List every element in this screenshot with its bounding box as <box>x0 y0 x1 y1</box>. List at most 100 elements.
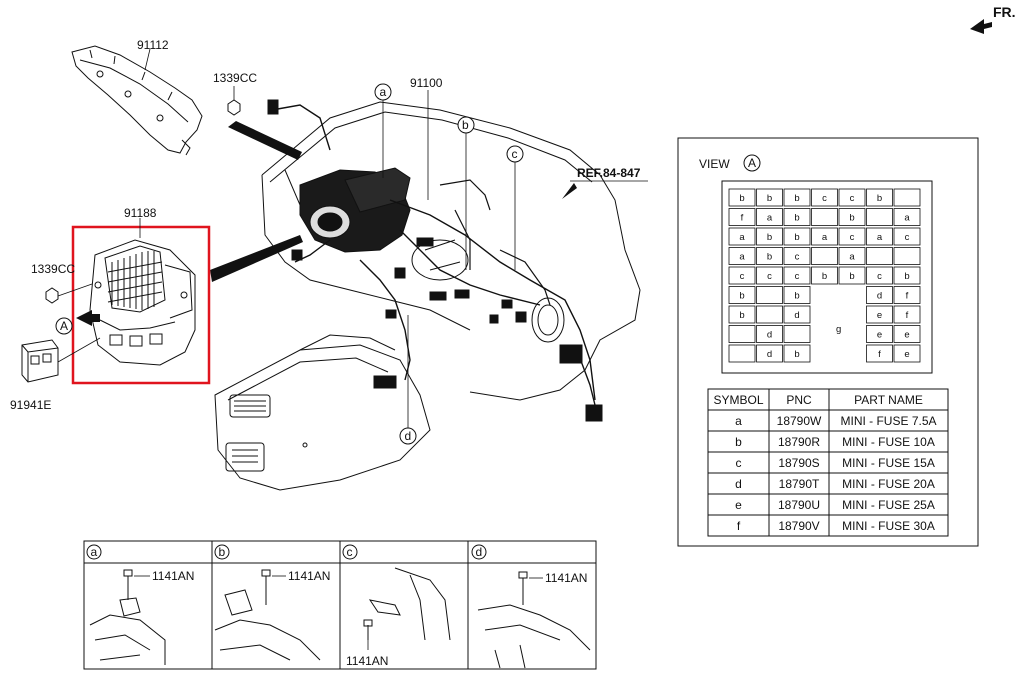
fuse-slot <box>866 227 893 246</box>
table-cell: c <box>736 456 742 470</box>
svg-text:1141AN: 1141AN <box>545 571 587 585</box>
highlight-box-91188 <box>71 225 211 385</box>
fuse-slot <box>783 227 811 246</box>
fuse-slot-label: b <box>794 349 799 360</box>
pointer-arrow-icon-top <box>228 121 302 160</box>
fuse-slot <box>728 208 756 226</box>
fuse-slot-label: b <box>739 291 744 302</box>
fuse-slot-label: e <box>904 330 909 341</box>
svg-text:1141AN: 1141AN <box>152 569 194 583</box>
label-91100: 91100 <box>410 76 443 90</box>
fuse-slot <box>756 286 783 304</box>
fuse-slot <box>756 266 783 285</box>
nut-1339cc-left <box>45 283 93 304</box>
fuse-slot <box>866 188 893 207</box>
view-a-panel <box>677 137 979 547</box>
table-cell: 18790W <box>777 414 822 428</box>
fuse-slot <box>728 305 756 324</box>
table-header: PART NAME <box>854 393 923 407</box>
fuse-slot <box>838 208 866 226</box>
fuse-slot <box>783 266 811 285</box>
fuse-grid-center-letter: g <box>836 324 841 335</box>
fuse-slot <box>866 344 893 363</box>
fuse-slot-label: a <box>739 252 745 263</box>
fuse-slot-label: a <box>904 213 910 224</box>
fuse-slot <box>756 188 783 207</box>
view-title: VIEW <box>699 157 730 171</box>
fuse-slot <box>756 247 783 265</box>
fuse-slot <box>728 344 756 363</box>
callout-b: b <box>457 116 475 270</box>
nut-1339cc-top <box>227 86 241 116</box>
fuse-slot-label: b <box>767 232 772 243</box>
fuse-slot <box>838 227 866 246</box>
table-cell: 18790V <box>778 519 819 533</box>
table-cell: 18790T <box>779 477 820 491</box>
svg-text:1141AN: 1141AN <box>346 654 388 668</box>
fuse-slot-label: b <box>794 193 799 204</box>
bolt-icon-c <box>363 567 451 641</box>
fuse-slot-label: c <box>850 193 855 204</box>
fuse-slot-label: c <box>795 252 800 263</box>
fuse-slot-label: b <box>794 213 799 224</box>
table-header: SYMBOL <box>713 393 763 407</box>
fuse-slot <box>893 305 921 324</box>
table-cell: MINI - FUSE 20A <box>842 477 935 491</box>
fuse-slot-label: b <box>822 271 827 282</box>
svg-text:b: b <box>462 118 469 132</box>
fuse-slot <box>728 266 756 285</box>
fuse-slot-label: f <box>906 310 909 321</box>
fuse-slot-label: e <box>904 349 909 360</box>
fuse-slot-label: b <box>849 213 854 224</box>
fr-arrow-icon <box>970 19 992 34</box>
relay-91941e <box>21 337 101 383</box>
detail-panel-c: c 1141AN <box>342 544 451 668</box>
fuse-slot <box>728 227 756 246</box>
fr-label: FR. <box>993 4 1016 20</box>
fuse-slot <box>783 188 811 207</box>
fuse-slot-label: b <box>904 271 909 282</box>
fuse-slot <box>728 325 756 343</box>
table-cell: MINI - FUSE 7.5A <box>840 414 936 428</box>
fuse-slot <box>838 266 866 285</box>
fuse-slot <box>756 208 783 226</box>
table-frame <box>707 388 949 537</box>
callout-c: c <box>506 145 524 270</box>
label-view-a-circle: A <box>60 319 68 333</box>
fuse-slot-label: f <box>906 291 909 302</box>
pointer-arrow-icon <box>210 235 303 282</box>
fuse-slot <box>811 188 838 207</box>
fuse-slot <box>811 247 838 265</box>
table-cell: 18790S <box>778 456 819 470</box>
fuse-slot-label: f <box>741 213 744 224</box>
fuse-slot-label: c <box>767 271 772 282</box>
fuse-slot <box>893 286 921 304</box>
svg-text:1141AN: 1141AN <box>288 569 330 583</box>
fuse-slot <box>811 227 838 246</box>
fuse-slot <box>728 247 756 265</box>
fuse-slot-label: c <box>822 193 827 204</box>
fuse-slot <box>811 266 838 285</box>
fuse-slot <box>838 188 866 207</box>
detail-panel-d: d 1141AN <box>471 544 591 669</box>
fuse-slot-label: c <box>740 271 745 282</box>
table-cell: b <box>735 435 742 449</box>
svg-text:b: b <box>219 545 226 559</box>
fuse-slot-label: d <box>767 330 772 341</box>
fuse-slot-label: a <box>767 213 773 224</box>
fuse-slot-label: b <box>877 193 882 204</box>
label-ref: REF.84-847 <box>577 166 641 180</box>
fuse-slot-label: a <box>822 232 828 243</box>
table-cell: MINI - FUSE 30A <box>842 519 935 533</box>
fuse-slot <box>866 305 893 324</box>
table-header: PNC <box>786 393 812 407</box>
table-cell: 18790U <box>778 498 820 512</box>
fuse-slot-label: f <box>878 349 881 360</box>
part-91112-bracket <box>71 45 203 156</box>
fuse-slot-label: c <box>877 271 882 282</box>
dashboard-assembly <box>214 99 641 491</box>
